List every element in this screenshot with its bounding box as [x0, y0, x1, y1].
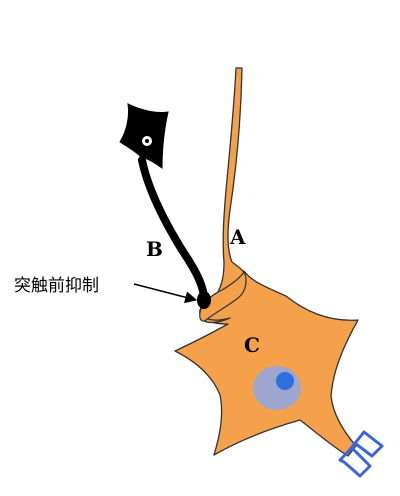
- label-c: C: [244, 333, 260, 357]
- annotation-arrow: [133, 283, 198, 304]
- soma-b: [119, 103, 169, 169]
- receptor-shape: [346, 430, 384, 458]
- label-b: B: [146, 237, 163, 261]
- axon-a-terminal: [199, 270, 247, 322]
- nucleus: [253, 366, 301, 410]
- axon-b-terminal: [197, 291, 211, 309]
- axon-a: [199, 67, 246, 324]
- axon-b: [138, 156, 208, 300]
- soma-b-nucleolus: [145, 139, 149, 143]
- receptor-lower: [338, 446, 372, 478]
- label-a: A: [229, 225, 246, 249]
- nucleolus: [276, 372, 294, 390]
- label-presynaptic-inhibition: 突触前抑制: [14, 276, 99, 296]
